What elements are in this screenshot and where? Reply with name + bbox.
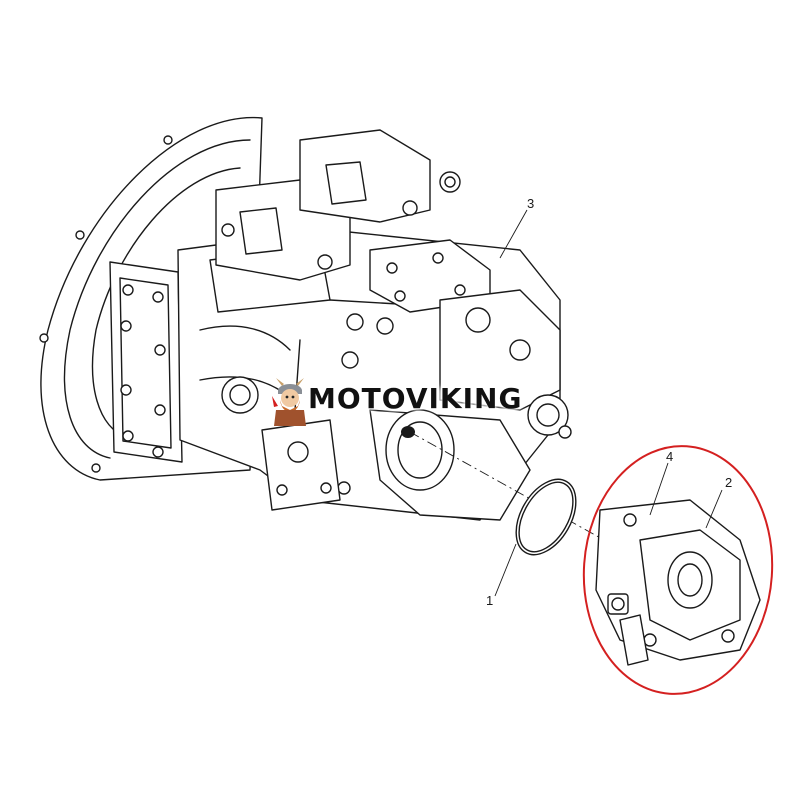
- assembly-centerline: [409, 431, 641, 561]
- bottom-port-flange: [261, 419, 341, 511]
- leader-line-2: [705, 489, 723, 529]
- side-cover-plate: [109, 261, 183, 463]
- brand-watermark: MOTOVIKING: [268, 372, 538, 432]
- leader-line-3: [499, 209, 528, 259]
- callout-4: 4: [666, 449, 673, 464]
- callout-3: 3: [527, 196, 534, 211]
- leader-line-4: [649, 462, 669, 516]
- brand-name: MOTOVIKING: [308, 382, 523, 415]
- top-regulators: [215, 129, 461, 281]
- gear-pump: [595, 499, 761, 666]
- callout-2: 2: [725, 475, 732, 490]
- highlight-circle: [582, 445, 774, 695]
- pump-rear-flange: [369, 409, 531, 521]
- head-block: [369, 239, 572, 439]
- leader-line-1: [494, 543, 517, 597]
- callout-1: 1: [486, 593, 493, 608]
- o-ring: [515, 478, 577, 556]
- viking-mascot-logo: [272, 378, 306, 426]
